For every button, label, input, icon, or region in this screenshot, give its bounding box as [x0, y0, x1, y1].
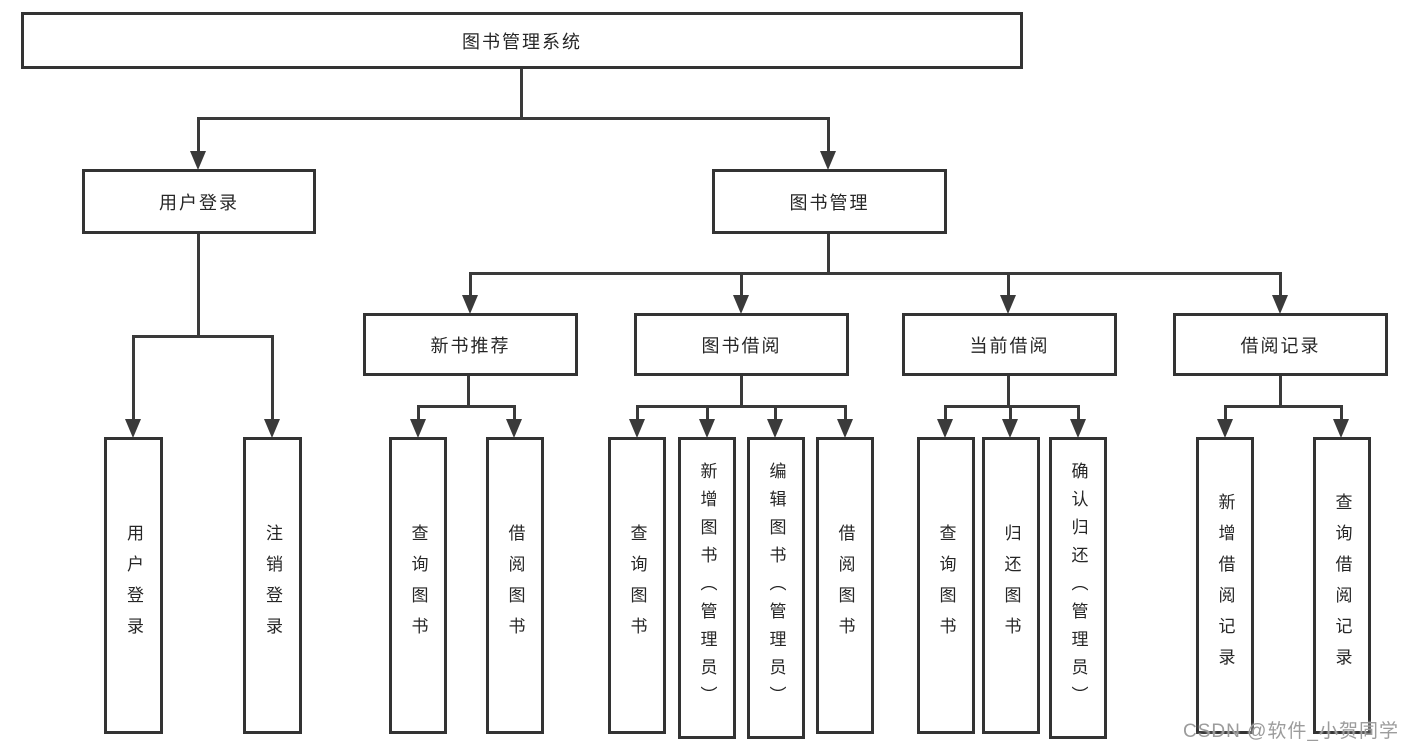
leaf-logout-label: 注销登录 [263, 523, 282, 648]
leaf-nb-query-books: 查询图书 [389, 437, 447, 734]
connector-arrow [1070, 419, 1086, 438]
node-current-borrow-label: 当前借阅 [969, 335, 1050, 356]
connector-line [944, 405, 1080, 408]
node-book-borrow: 图书借阅 [634, 313, 849, 376]
connector-line [827, 117, 830, 153]
connector-arrow [264, 419, 280, 438]
leaf-cb-return-books-label: 归还图书 [1001, 523, 1021, 648]
leaf-bb-edit-books-admin: 编辑图书（管理员） [747, 437, 805, 739]
leaf-bb-edit-books-admin-label: 编辑图书（管理员） [766, 462, 786, 714]
leaf-br-query-record: 查询借阅记录 [1313, 437, 1371, 734]
connector-arrow [1217, 419, 1233, 438]
leaf-br-add-record: 新增借阅记录 [1196, 437, 1254, 734]
connector-line [417, 405, 420, 421]
leaf-bb-borrow-books-label: 借阅图书 [835, 523, 855, 648]
connector-line [1009, 405, 1012, 421]
leaf-bb-query-books-label: 查询图书 [627, 523, 647, 648]
connector-line [636, 405, 847, 408]
node-borrow-records: 借阅记录 [1173, 313, 1388, 376]
connector-line [132, 335, 135, 419]
connector-arrow [937, 419, 953, 438]
leaf-nb-borrow-books-label: 借阅图书 [505, 523, 525, 648]
connector-arrow [1002, 419, 1018, 438]
leaf-logout: 注销登录 [243, 437, 302, 734]
connector-arrow [190, 151, 206, 170]
leaf-user-login: 用户登录 [104, 437, 163, 734]
connector-line [417, 405, 516, 408]
connector-arrow [125, 419, 141, 438]
node-root: 图书管理系统 [21, 12, 1023, 69]
leaf-cb-query-books-label: 查询图书 [936, 523, 956, 648]
connector-arrow [699, 419, 715, 438]
connector-line [1279, 376, 1282, 408]
connector-line [844, 405, 847, 421]
connector-line [467, 376, 470, 408]
connector-line [469, 272, 472, 296]
connector-line [636, 405, 639, 421]
leaf-bb-add-books-admin-label: 新增图书（管理员） [697, 462, 717, 714]
leaf-nb-query-books-label: 查询图书 [408, 523, 428, 648]
connector-line [469, 272, 1282, 275]
connector-arrow [506, 419, 522, 438]
connector-line [132, 335, 274, 338]
node-book-management-label: 图书管理 [789, 192, 870, 213]
connector-line [1224, 405, 1343, 408]
connector-arrow [837, 419, 853, 438]
leaf-bb-borrow-books: 借阅图书 [816, 437, 874, 734]
connector-line [197, 117, 200, 153]
connector-line [1224, 405, 1227, 421]
connector-arrow [733, 295, 749, 314]
connector-line [944, 405, 947, 421]
connector-arrow [820, 151, 836, 170]
connector-arrow [410, 419, 426, 438]
leaf-cb-return-books: 归还图书 [982, 437, 1040, 734]
node-new-book-recommend-label: 新书推荐 [430, 335, 511, 356]
connector-line [513, 405, 516, 421]
connector-arrow [462, 295, 478, 314]
node-current-borrow: 当前借阅 [902, 313, 1117, 376]
node-root-label: 图书管理系统 [462, 31, 582, 52]
watermark: CSDN @软件_小贺同学 [1183, 721, 1399, 742]
leaf-user-login-label: 用户登录 [124, 523, 143, 648]
connector-line [827, 234, 830, 275]
connector-arrow [629, 419, 645, 438]
leaf-bb-query-books: 查询图书 [608, 437, 666, 734]
node-user-login: 用户登录 [82, 169, 316, 234]
node-new-book-recommend: 新书推荐 [363, 313, 578, 376]
connector-line [1279, 272, 1282, 296]
connector-line [1007, 272, 1010, 296]
leaf-nb-borrow-books: 借阅图书 [486, 437, 544, 734]
connector-line [197, 117, 830, 120]
connector-line [774, 405, 777, 421]
connector-line [271, 335, 274, 419]
node-book-borrow-label: 图书借阅 [701, 335, 782, 356]
connector-line [740, 272, 743, 296]
node-borrow-records-label: 借阅记录 [1240, 335, 1321, 356]
leaf-cb-query-books: 查询图书 [917, 437, 975, 734]
leaf-br-query-record-label: 查询借阅记录 [1332, 492, 1352, 679]
connector-line [197, 234, 200, 338]
leaf-bb-add-books-admin: 新增图书（管理员） [678, 437, 736, 739]
node-user-login-label: 用户登录 [159, 192, 239, 213]
connector-arrow [1272, 295, 1288, 314]
node-book-management: 图书管理 [712, 169, 947, 234]
connector-line [706, 405, 709, 421]
connector-line [1340, 405, 1343, 421]
connector-line [1077, 405, 1080, 421]
leaf-cb-confirm-return-admin-label: 确认归还（管理员） [1068, 462, 1088, 714]
connector-line [740, 376, 743, 408]
connector-line [1007, 376, 1010, 408]
connector-arrow [1000, 295, 1016, 314]
connector-arrow [767, 419, 783, 438]
leaf-cb-confirm-return-admin: 确认归还（管理员） [1049, 437, 1107, 739]
connector-line [520, 69, 523, 120]
leaf-br-add-record-label: 新增借阅记录 [1215, 492, 1235, 679]
connector-arrow [1333, 419, 1349, 438]
